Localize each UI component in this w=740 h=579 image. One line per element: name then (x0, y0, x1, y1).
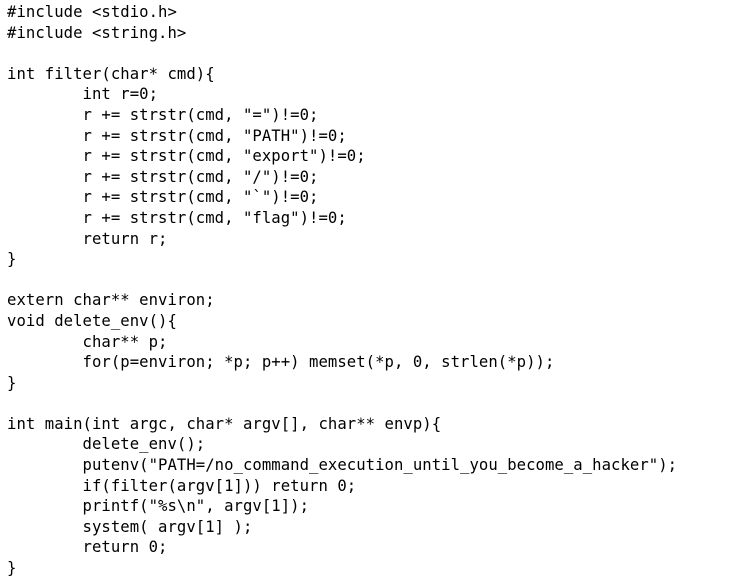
code-line-23: putenv("PATH=/no_command_execution_until… (7, 456, 678, 475)
code-line-20 (7, 393, 740, 414)
code-line-3 (7, 43, 740, 64)
code-line-18: for(p=environ; *p; p++) memset(*p, 0, st… (7, 353, 555, 372)
code-line-24: if(filter(argv[1])) return 0; (7, 476, 357, 495)
code-line-19: } (7, 373, 17, 392)
code-line-6: r += strstr(cmd, "=")!=0; (7, 105, 319, 124)
code-line-15: extern char** environ; (7, 291, 215, 310)
code-line-25: printf("%s\n", argv[1]); (7, 497, 310, 516)
code-line-28: } (7, 559, 17, 578)
code-line-14 (7, 270, 740, 291)
code-line-13: } (7, 250, 17, 269)
code-line-10: r += strstr(cmd, "`")!=0; (7, 188, 319, 207)
code-line-27: return 0; (7, 538, 168, 557)
code-line-2: #include <string.h> (7, 23, 187, 42)
code-line-9: r += strstr(cmd, "/")!=0; (7, 167, 319, 186)
code-line-21: int main(int argc, char* argv[], char** … (7, 414, 442, 433)
code-line-26: system( argv[1] ); (7, 517, 253, 536)
code-line-17: char** p; (7, 332, 168, 351)
code-line-11: r += strstr(cmd, "flag")!=0; (7, 208, 347, 227)
code-line-4: int filter(char* cmd){ (7, 64, 215, 83)
code-line-1: #include <stdio.h> (7, 3, 177, 21)
code-line-16: void delete_env(){ (7, 311, 177, 330)
code-line-22: delete_env(); (7, 435, 206, 454)
code-line-5: int r=0; (7, 85, 159, 104)
code-line-8: r += strstr(cmd, "export")!=0; (7, 147, 366, 166)
code-line-7: r += strstr(cmd, "PATH")!=0; (7, 126, 347, 145)
code-line-12: return r; (7, 229, 168, 248)
